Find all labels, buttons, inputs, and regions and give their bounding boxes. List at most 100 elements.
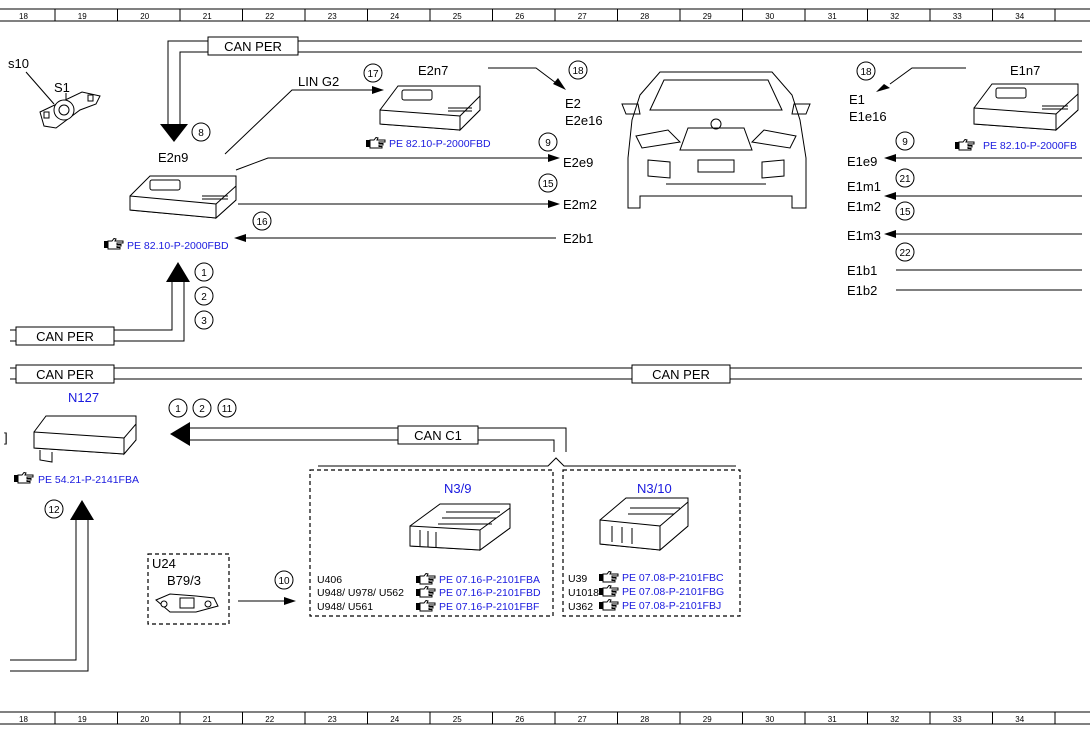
e1b2-label: E1b2 <box>847 283 877 298</box>
circle-8: 8 <box>198 128 204 139</box>
column-number: 20 <box>140 715 149 724</box>
n3-9-reference-2: PE 07.16-P-2101FBD <box>439 587 541 599</box>
e1m2-label: E1m2 <box>847 199 881 214</box>
column-number: 26 <box>515 12 524 21</box>
can-c1-bus: 1 2 11 CAN C1 <box>168 398 736 467</box>
column-number: 26 <box>515 715 524 724</box>
n3-10-label: N3/10 <box>637 481 672 496</box>
column-number: 21 <box>203 12 212 21</box>
circle-3: 3 <box>201 316 207 327</box>
e1n7-reference: PE 82.10-P-2000FB <box>983 140 1077 152</box>
circle-16: 16 <box>256 217 268 228</box>
column-number: 27 <box>578 12 587 21</box>
s1-label: S1 <box>54 80 70 95</box>
lin-g2-label: LIN G2 <box>298 74 339 89</box>
control-module-icon <box>599 497 689 552</box>
n3-10-reference-2: PE 07.08-P-2101FBG <box>622 586 724 598</box>
n3-9-variant-1: U406 <box>317 574 342 586</box>
circle-11: 11 <box>222 404 233 415</box>
e2n7-label: E2n7 <box>418 63 448 78</box>
n127-label: N127 <box>68 390 99 405</box>
e2n9-module: 8 E2n9 PE 82.10-P-2000FBD <box>104 122 237 252</box>
column-number: 31 <box>828 12 837 21</box>
column-number: 29 <box>703 715 712 724</box>
bracket-left: ] <box>4 430 8 445</box>
column-number: 32 <box>890 12 899 21</box>
e2n7-module: 17 E2n7 PE 82.10-P-2000FBD <box>363 63 491 150</box>
column-number: 25 <box>453 715 462 724</box>
column-number: 28 <box>640 12 649 21</box>
circle-1-mid: 1 <box>175 404 181 415</box>
column-number: 34 <box>1015 12 1024 21</box>
circle-12: 12 <box>48 505 60 516</box>
circle-15: 15 <box>542 179 554 190</box>
control-module-icon <box>33 415 137 463</box>
column-number: 25 <box>453 12 462 21</box>
column-number: 32 <box>890 715 899 724</box>
n3-10-group: N3/10 U39 PE 07.08-P-2101FBC U1018 PE 07… <box>562 469 741 617</box>
e2n7-reference: PE 82.10-P-2000FBD <box>389 138 491 150</box>
circle-18: 18 <box>572 66 584 77</box>
e1n7-module: E1n7 PE 82.10-P-2000FB <box>955 63 1079 152</box>
n3-10-variant-3: U362 <box>568 601 593 613</box>
e1m3-label: E1m3 <box>847 228 881 243</box>
e2b1-label: E2b1 <box>563 231 593 246</box>
n3-9-group: N3/9 U406 PE 07.16-P-2101FBA U948/ U978/… <box>309 469 554 617</box>
column-number: 28 <box>640 715 649 724</box>
n3-10-variant-1: U39 <box>568 573 587 585</box>
n3-9-label: N3/9 <box>444 481 471 496</box>
column-number: 21 <box>203 715 212 724</box>
n3-10-variant-2: U1018 <box>568 587 599 599</box>
column-number: 22 <box>265 715 274 724</box>
e1e16-label: E1e16 <box>849 109 887 124</box>
n3-9-reference-3: PE 07.16-P-2101FBF <box>439 601 539 613</box>
circle-15-right: 15 <box>899 207 911 218</box>
b79-3-label: B79/3 <box>167 573 201 588</box>
e1m1-label: E1m1 <box>847 179 881 194</box>
circle-22: 22 <box>899 248 911 259</box>
circle-9-right: 9 <box>902 137 908 148</box>
column-number: 30 <box>765 12 774 21</box>
circle-21: 21 <box>899 174 911 185</box>
column-number: 24 <box>390 715 399 724</box>
column-number: 29 <box>703 12 712 21</box>
column-number: 22 <box>265 12 274 21</box>
module-icon <box>973 83 1079 132</box>
e1e9-label: E1e9 <box>847 154 877 169</box>
column-number: 18 <box>19 12 28 21</box>
module-icon <box>379 85 481 132</box>
column-number: 31 <box>828 715 837 724</box>
circle-1: 1 <box>201 268 207 279</box>
u24-label: U24 <box>152 556 176 571</box>
e1n7-label: E1n7 <box>1010 63 1040 78</box>
column-number: 27 <box>578 715 587 724</box>
can-per-top-label: CAN PER <box>224 39 282 54</box>
column-number: 24 <box>390 12 399 21</box>
n3-9-variant-2: U948/ U978/ U562 <box>317 587 404 599</box>
s10-label: s10 <box>8 56 29 71</box>
e2n9-label: E2n9 <box>158 150 188 165</box>
lin-g2-line: LIN G2 <box>224 74 384 155</box>
column-number: 34 <box>1015 715 1024 724</box>
control-module-icon <box>409 503 511 551</box>
n3-9-reference-1: PE 07.16-P-2101FBA <box>439 574 540 586</box>
can-per-mid-left-label: CAN PER <box>36 367 94 382</box>
e2n9-reference: PE 82.10-P-2000FBD <box>127 240 229 252</box>
circle-2: 2 <box>201 292 207 303</box>
circle-17: 17 <box>367 69 379 80</box>
column-number: 23 <box>328 715 337 724</box>
e2e9-label: E2e9 <box>563 155 593 170</box>
column-number: 33 <box>953 12 962 21</box>
column-number: 19 <box>78 12 87 21</box>
column-number: 18 <box>19 715 28 724</box>
e1-signals: 18 E1 E1e16 9 E1e9 21 E1m1 E1m2 15 E1m3 … <box>847 61 1082 298</box>
car-front-icon <box>621 71 811 209</box>
can-per-mid-bus: CAN PER CAN PER <box>10 364 1082 384</box>
n3-9-variant-3: U948/ U561 <box>317 601 373 613</box>
circle-18-right: 18 <box>860 67 872 78</box>
circle-9: 9 <box>545 138 551 149</box>
column-number: 23 <box>328 12 337 21</box>
